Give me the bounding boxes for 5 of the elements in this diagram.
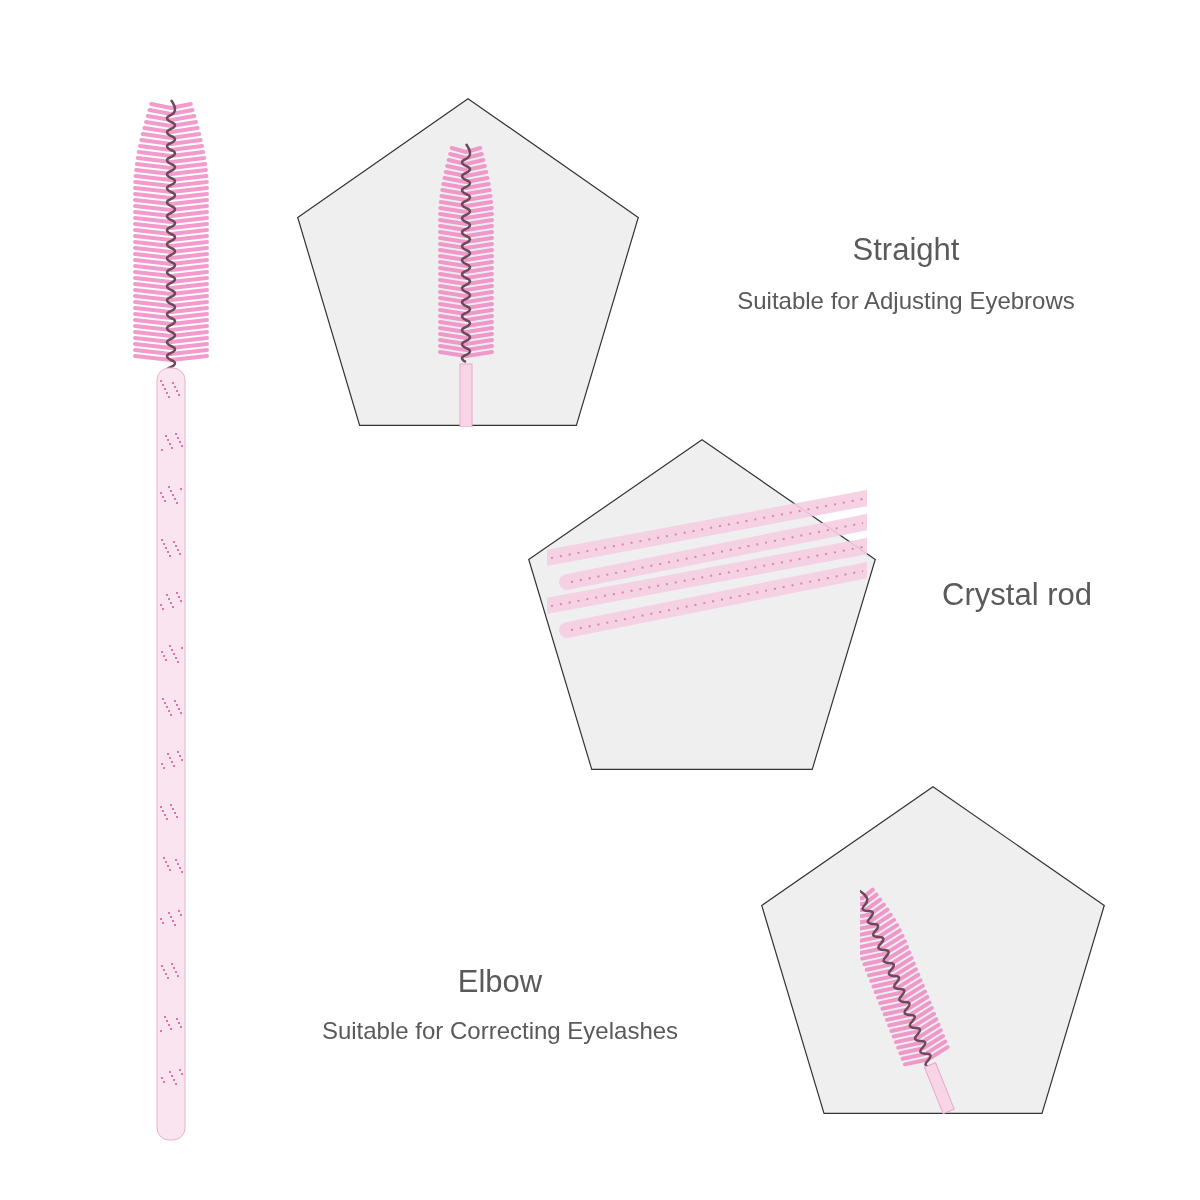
title-text: Straight xyxy=(851,231,961,269)
title-text: Elbow xyxy=(456,963,544,1001)
description-text: Suitable for Adjusting Eyebrows xyxy=(736,286,1076,316)
title-text: Crystal rod xyxy=(941,576,1093,614)
description-text: Suitable for Correcting Eyelashes xyxy=(320,1016,680,1046)
